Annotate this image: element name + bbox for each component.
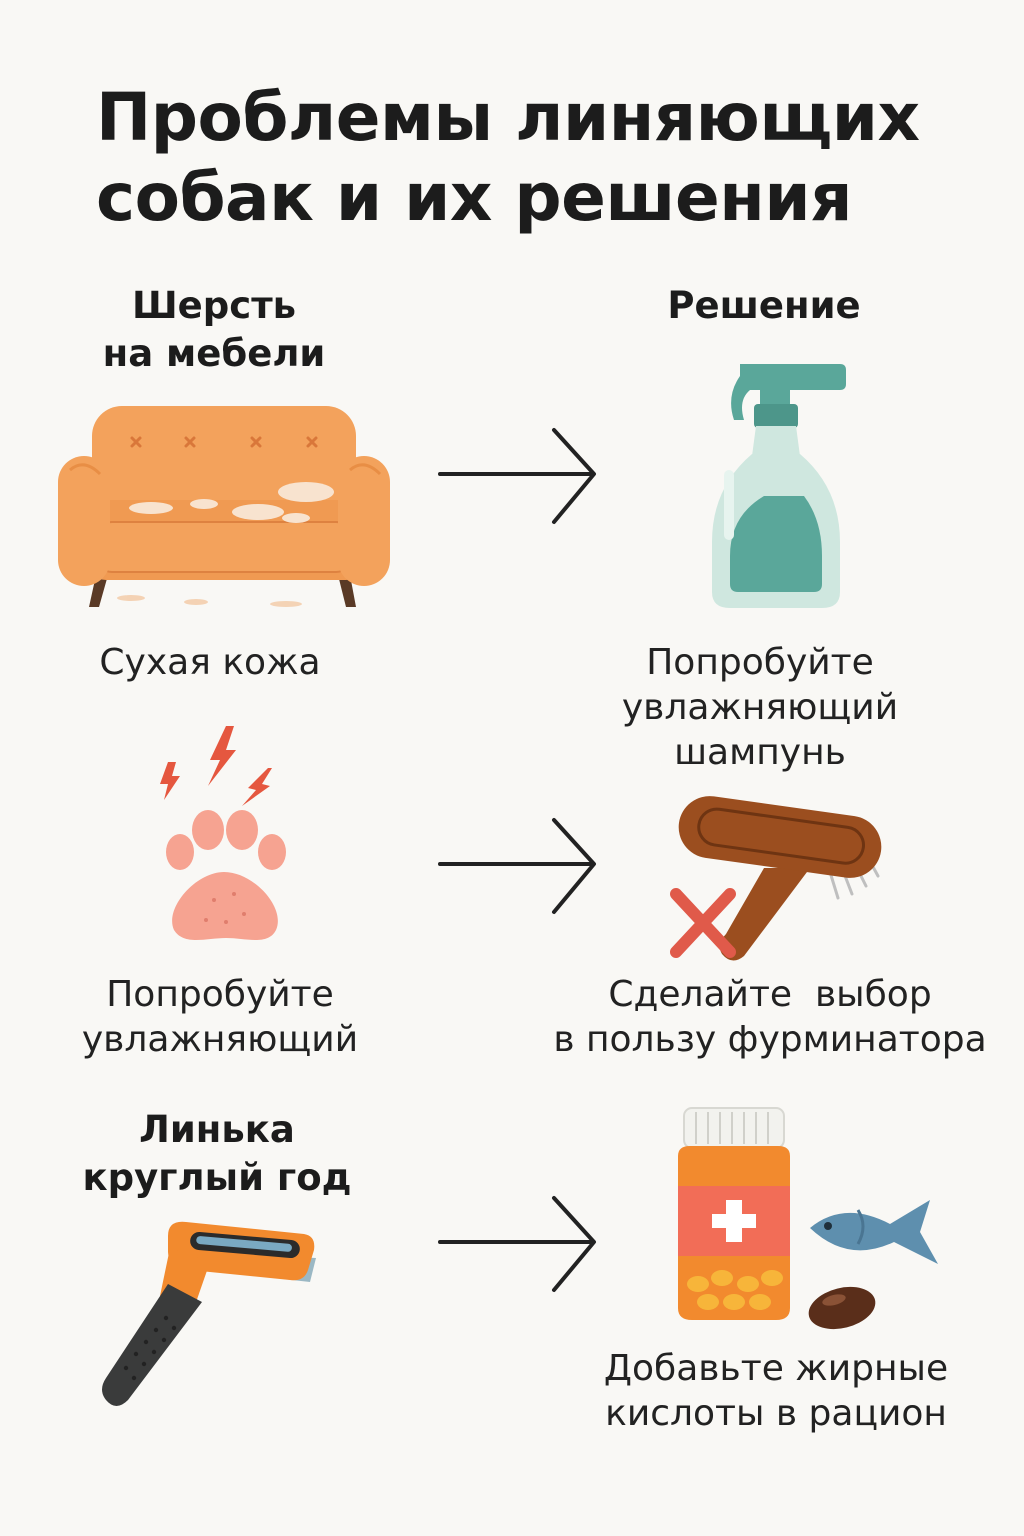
arrow-right-icon [438, 818, 596, 914]
caption-line: шампунь [674, 732, 846, 773]
caption-line: Попробуйте [106, 974, 334, 1015]
arrow-right-icon [438, 428, 596, 524]
deshedding-tool-icon [102, 1221, 316, 1406]
solution-caption-shampoo: Попробуйте увлажняющий шампунь [590, 640, 930, 775]
sofa-icon [58, 406, 390, 607]
solution-heading: Решение [667, 284, 861, 327]
supplements-fish-icon [678, 1107, 938, 1330]
solution-caption-furminator: Сделайте выбор в пользу фурминатора [540, 972, 1000, 1062]
spray-bottle-icon [712, 364, 846, 608]
problem-heading-line: Линька [139, 1108, 295, 1151]
solution-caption-fatty-acids: Добавьте жирные кислоты в рацион [576, 1346, 976, 1436]
crossed-brush-icon [670, 796, 882, 961]
caption-line: Сделайте выбор [608, 974, 932, 1015]
problem-caption-dry-skin: Сухая кожа [60, 640, 360, 685]
caption-line: в пользу фурминатора [553, 1019, 987, 1060]
problem-heading-line: круглый год [82, 1156, 352, 1199]
caption-line: Добавьте жирные [603, 1348, 949, 1389]
caption-line: Попробуйте [646, 642, 874, 683]
problem-caption-moisturizing: Попробуйте увлажняющий [60, 972, 380, 1062]
problem-heading-line: на мебели [102, 332, 326, 375]
problem-heading-year-round: Линька круглый год [72, 1106, 362, 1202]
problem-heading-line: Шерсть [131, 284, 297, 327]
caption-line: увлажняющий [81, 1019, 359, 1060]
caption-line: Сухая кожа [99, 642, 321, 683]
problem-heading-furniture: Шерсть на мебели [84, 282, 344, 378]
title-line-2: собак и их решения [96, 159, 852, 236]
arrow-right-icon [438, 1196, 596, 1292]
caption-line: кислоты в рацион [605, 1393, 947, 1434]
caption-line: увлажняющий [621, 687, 899, 728]
title-line-1: Проблемы линяющих [96, 79, 920, 156]
page-title: Проблемы линяющих собак и их решения [96, 78, 976, 238]
itchy-paw-icon [160, 726, 286, 940]
